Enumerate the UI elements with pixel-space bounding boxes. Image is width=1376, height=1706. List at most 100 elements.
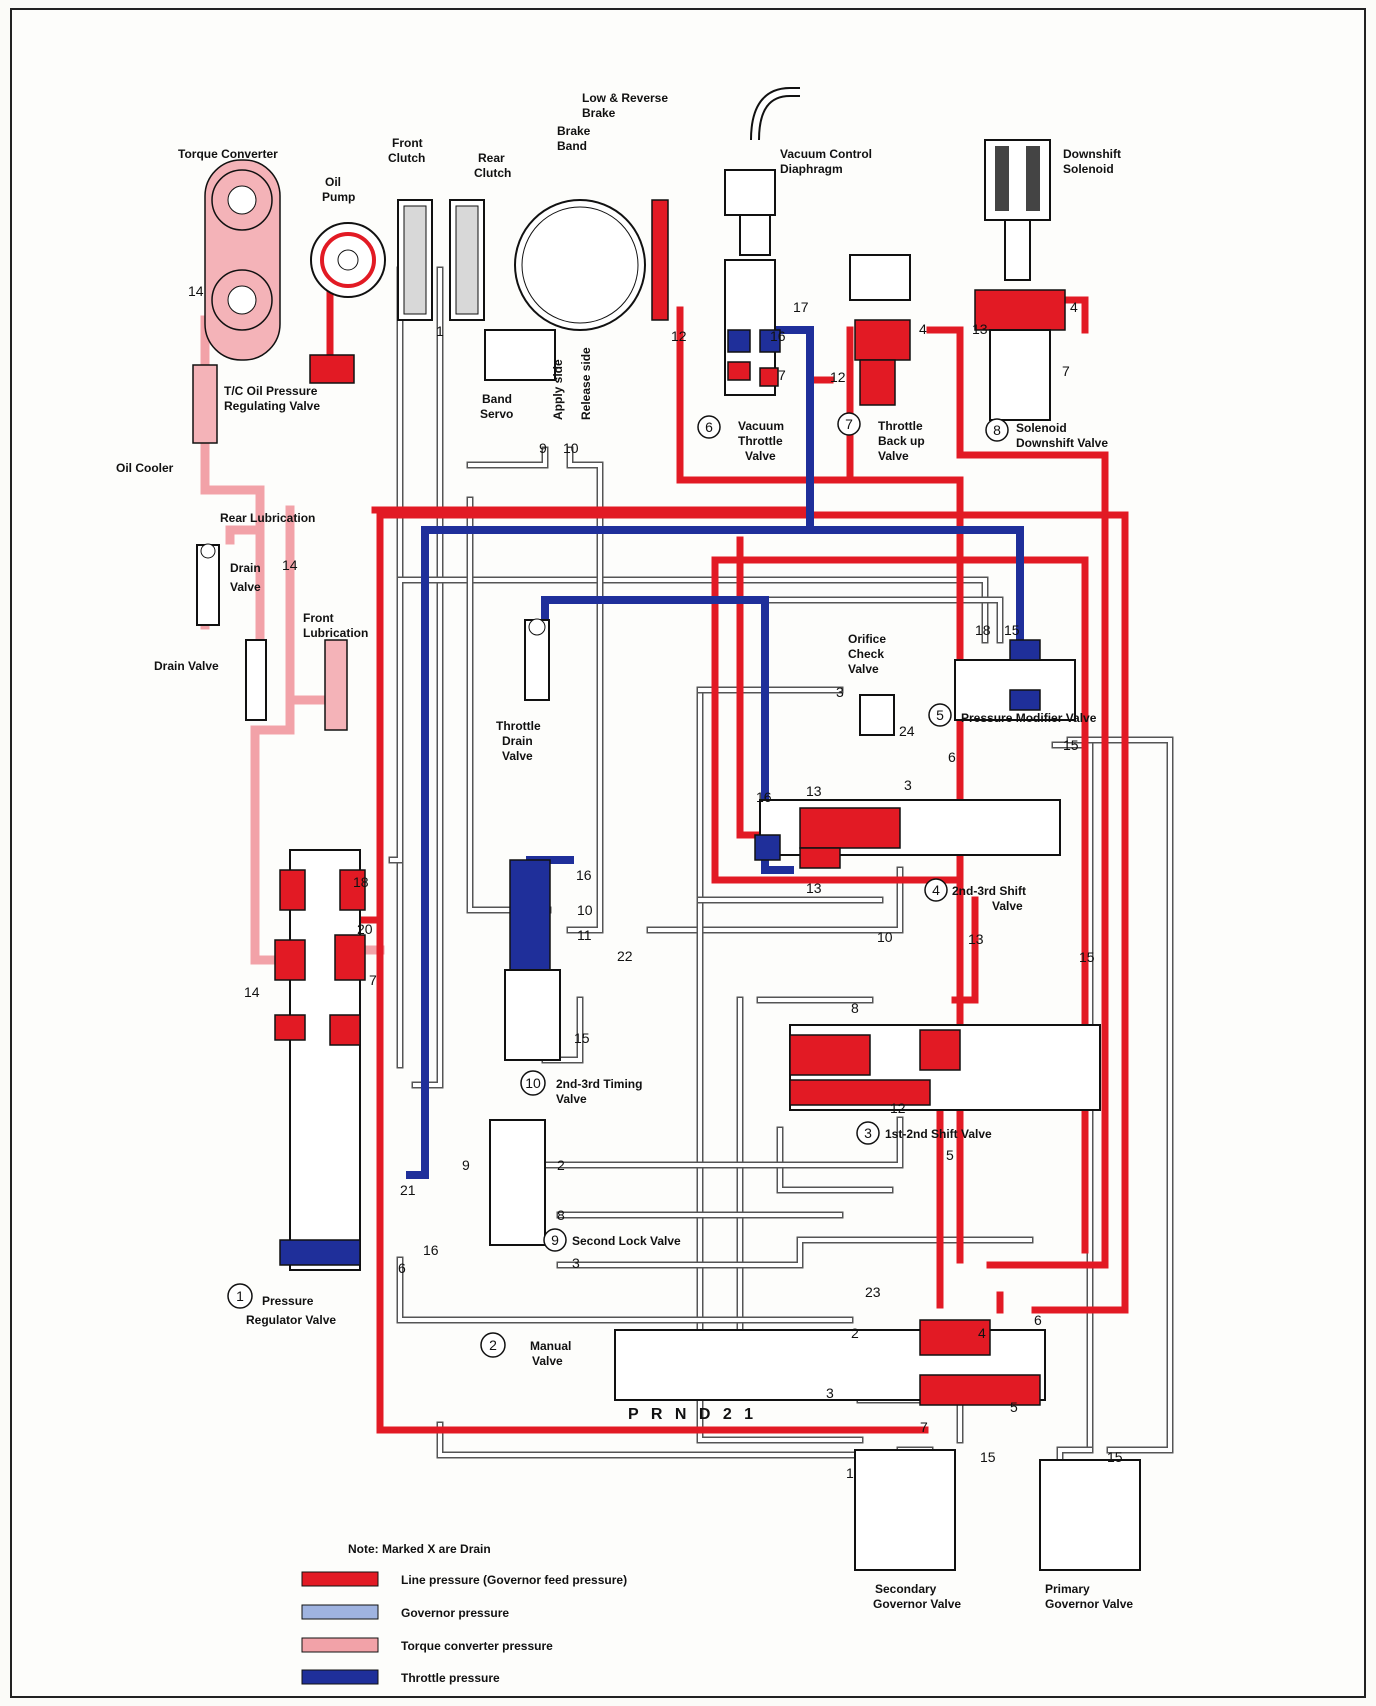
legend: Note: Marked X are Drain Line pressure (… — [301, 1542, 627, 1685]
valve-number-circle — [924, 878, 948, 902]
line-number: 15 — [574, 1030, 590, 1046]
label-front-clutch-l1: Front — [392, 136, 423, 150]
label-oil-cooler: Oil Cooler — [116, 461, 174, 475]
line-number: 15 — [1063, 737, 1079, 753]
line-number: 8 — [557, 1207, 565, 1223]
line-number: 16 — [756, 789, 772, 805]
label-oil-pump-l2: Pump — [322, 190, 355, 204]
valve-2-name-l2: Valve — [532, 1354, 563, 1368]
label-secondary-governor: Secondary Governor Valve — [873, 1582, 961, 1611]
valve-2-name-l1: Manual — [530, 1339, 571, 1353]
line-number: 18 — [353, 874, 369, 890]
legend-swatch-line-pressure — [301, 1571, 379, 1587]
line-number: 18 — [975, 622, 991, 638]
line-number: 5 — [1010, 1399, 1018, 1415]
valve-number: 10 — [525, 1075, 541, 1091]
label-drain-valve-1-l1: Drain — [230, 561, 261, 575]
valve-9-name: Second Lock Valve — [572, 1234, 681, 1248]
valve-7-name-l3: Valve — [878, 449, 909, 463]
drain-valve-2-body — [245, 639, 267, 721]
valve-number: 9 — [551, 1232, 559, 1248]
line-number: 8 — [851, 1000, 859, 1016]
line-number: 15 — [1004, 622, 1020, 638]
line-number: 14 — [282, 557, 298, 573]
line-number: 3 — [836, 684, 844, 700]
label-tc-regulating-valve-l2: Regulating Valve — [224, 399, 320, 413]
valve-10-name: 2nd-3rd Timing Valve — [556, 1077, 646, 1106]
label-front-lubrication-l2: Lubrication — [303, 626, 368, 640]
label-rear-lubrication: Rear Lubrication — [220, 511, 315, 525]
line-number: 3 — [904, 777, 912, 793]
label-oil-pump-l1: Oil — [325, 175, 341, 189]
line-number: 15 — [1079, 949, 1095, 965]
band-servo-body — [484, 329, 556, 381]
valve-4-name: 2nd-3rd Shift Valve — [952, 884, 1029, 913]
valve-10-name-l2: Valve — [556, 1092, 587, 1106]
label-torque-converter: Torque Converter — [178, 147, 278, 161]
valve-number-circle — [928, 703, 952, 727]
label-downshift-solenoid-l1: Downshift — [1063, 147, 1121, 161]
line-number: 7 — [369, 972, 377, 988]
valve-1-name-l1: Pressure — [262, 1294, 314, 1308]
line-number: 14 — [244, 984, 260, 1000]
label-drain-valve-2: Drain Valve — [154, 659, 219, 673]
label-brake-band-l2: Band — [557, 139, 587, 153]
tc-regulating-valve-body — [192, 364, 218, 444]
line-number: 13 — [806, 783, 822, 799]
valve-number: 8 — [993, 422, 1001, 438]
valve-1-label: 1 Pressure Regulator Valve — [227, 1283, 336, 1327]
label-release-side: Release side — [579, 347, 593, 420]
label-primary-governor: Primary Governor Valve — [1045, 1582, 1133, 1611]
2nd-3rd-shift-valve-body — [754, 799, 1061, 869]
line-number: 2 — [557, 1157, 565, 1173]
valve-number: 5 — [936, 707, 944, 723]
line-number: 3 — [572, 1255, 580, 1271]
valve-number-circle — [985, 418, 1009, 442]
label-tc-regulating-valve: T/C Oil Pressure Regulating Valve — [224, 384, 321, 413]
valve-6-name: Vacuum Throttle Valve — [738, 419, 787, 463]
label-front-lubrication-l1: Front — [303, 611, 334, 625]
line-number: 17 — [793, 299, 809, 315]
legend-label-torque-converter-pressure: Torque converter pressure — [401, 1639, 553, 1653]
line-number: 16 — [423, 1242, 439, 1258]
line-number: 20 — [357, 921, 373, 937]
legend-label-line-pressure: Line pressure (Governor feed pressure) — [401, 1573, 627, 1587]
valve-number: 2 — [489, 1337, 497, 1353]
label-secondary-governor-l1: Secondary — [875, 1582, 937, 1596]
valve-3-name: 1st-2nd Shift Valve — [885, 1127, 992, 1141]
label-band-servo: Band Servo — [480, 392, 515, 421]
line-number: 13 — [972, 321, 988, 337]
label-downshift-solenoid-l2: Solenoid — [1063, 162, 1114, 176]
secondary-governor-body — [854, 1449, 956, 1571]
valve-10-name-l1: 2nd-3rd Timing — [556, 1077, 642, 1091]
line-number: 11 — [577, 927, 592, 943]
front-lubrication-valve — [324, 639, 348, 731]
label-orifice-check-valve-l1: Orifice — [848, 632, 886, 646]
label-downshift-solenoid: Downshift Solenoid — [1063, 147, 1124, 176]
valve-number-circle — [227, 1283, 253, 1309]
label-low-reverse-brake-l1: Low & Reverse — [582, 91, 668, 105]
valve-10-label: 10 2nd-3rd Timing Valve — [520, 1070, 646, 1106]
legend-note: Note: Marked X are Drain — [348, 1542, 491, 1556]
label-rear-clutch-l2: Clutch — [474, 166, 511, 180]
pressure-modifier-valve-body — [954, 639, 1076, 721]
label-rear-clutch: Rear Clutch — [474, 151, 511, 180]
label-front-clutch: Front Clutch — [388, 136, 426, 165]
legend-swatch-torque-converter-pressure — [301, 1637, 379, 1653]
label-brake-band-l1: Brake — [557, 124, 591, 138]
line-number: 4 — [978, 1325, 986, 1341]
valve-number: 3 — [864, 1125, 872, 1141]
valve-7-label: 7 Throttle Back up Valve — [837, 412, 925, 463]
line-number: 10 — [577, 902, 593, 918]
oil-pump — [309, 222, 386, 384]
valve-number: 4 — [932, 882, 940, 898]
valve-3-label: 3 1st-2nd Shift Valve — [856, 1121, 992, 1145]
selector-positions: P R N D 2 1 — [628, 1406, 757, 1423]
label-brake-band: Brake Band — [557, 124, 594, 153]
line-number: 12 — [830, 369, 846, 385]
line-number: 1 — [846, 1465, 854, 1481]
pressure-regulator-valve-body — [274, 849, 366, 1271]
valve-6-name-l2: Throttle — [738, 434, 783, 448]
torque-converter — [204, 159, 281, 361]
low-reverse-brake-body — [651, 199, 669, 321]
